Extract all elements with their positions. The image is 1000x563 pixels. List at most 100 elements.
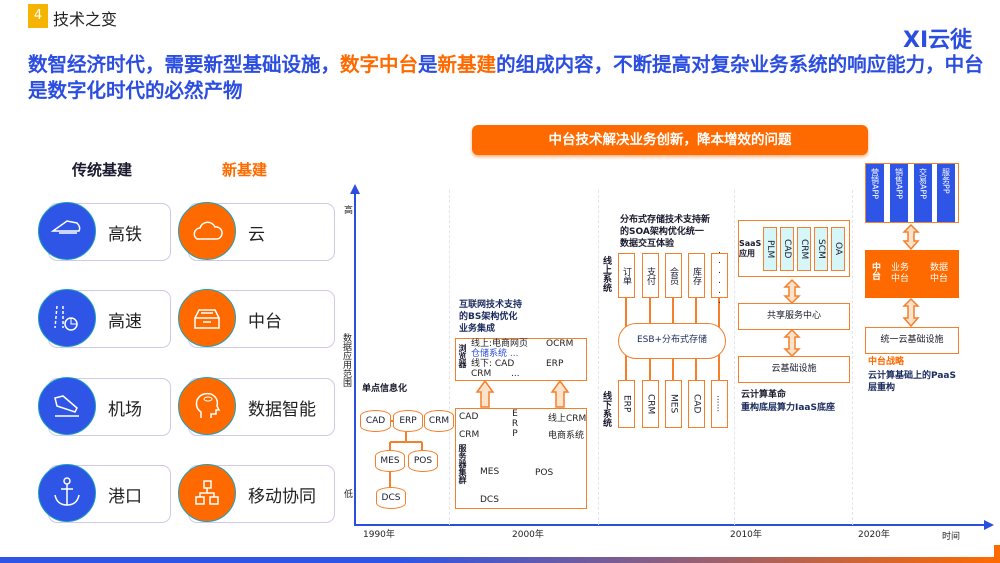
infra-label: 移动协同 — [248, 487, 316, 507]
train-icon — [38, 202, 96, 260]
title-line: 的SOA架构优化统一 — [620, 227, 704, 237]
era1990-title: 单点信息化 — [362, 384, 408, 394]
offline-system: ...... — [711, 380, 728, 428]
soa-title: 分布式存储技术支持新的SOA架构优化统一数据交互体验 — [620, 214, 710, 250]
infra-label: 高速 — [108, 312, 142, 332]
browser-line: 线下: CAD — [471, 359, 515, 369]
online-system: ...... — [711, 246, 728, 306]
browser-line: 仓储系统 ... — [471, 349, 519, 359]
browser-line: OCRM — [546, 339, 574, 349]
inbox-icon — [178, 289, 236, 347]
year-label: 2010年 — [730, 530, 762, 540]
business-zhongtai: 业务中台 — [891, 263, 910, 284]
era2000-title: 互联网技术支持的BS架构优化业务集成 — [459, 299, 522, 335]
online-system: 订单 — [618, 253, 635, 298]
banner: 中台技术解决业务创新，降本增效的问题 — [472, 125, 868, 155]
server-item: 电商系统 — [548, 431, 585, 441]
divider — [449, 190, 450, 525]
server-item: POS — [535, 468, 554, 478]
footer-accent — [994, 545, 1000, 557]
headline: 数智经济时代，需要新型基础设施，数字中台是新基建的组成内容，不断提高对复杂业务系… — [28, 52, 988, 104]
org-chart-icon — [178, 464, 236, 522]
db-cylinder: POS — [408, 450, 438, 472]
db-cylinder: MES — [375, 450, 405, 472]
highway-icon — [38, 289, 96, 347]
browser-line: 线上:电商网页 — [471, 339, 529, 349]
headline-highlight: 新基建 — [437, 53, 497, 76]
y-axis-label: 数据应用范围 — [341, 333, 351, 387]
db-cylinder: ERP — [393, 410, 423, 432]
esb-bus: ESB+分布式存储 — [618, 323, 726, 359]
infra-label: 港口 — [108, 487, 142, 507]
airport-icon — [38, 377, 96, 435]
headline-highlight: 数字中台 — [340, 53, 419, 76]
year-label: 2020年 — [858, 530, 890, 540]
x-axis — [354, 524, 986, 526]
server-item: CRM — [459, 430, 480, 440]
section-title: 技术之变 — [53, 10, 118, 29]
server-label: 服务器集群 — [458, 444, 467, 484]
saas-app: CAD — [780, 227, 794, 271]
divider — [852, 190, 853, 525]
app-tile: 交易APP — [914, 164, 932, 222]
era2010-caption: 重构底层算力IaaS底座 — [741, 403, 835, 413]
db-cylinder: DCS — [376, 487, 406, 509]
infra-label: 高铁 — [108, 225, 142, 245]
headline-text: 的组成内容，不断提高对复杂业务系统的响应能力，中台是数字化时代的必然产物 — [28, 53, 984, 102]
online-label: 线上系统 — [601, 256, 611, 292]
x-axis-label: 时间 — [942, 532, 961, 542]
zhongtai-label: 中台 — [870, 262, 880, 280]
logo: XI云徙 — [903, 22, 972, 54]
app-tile: 销售APP — [890, 164, 908, 222]
cloud-infra-box: 云基础设施 — [738, 356, 850, 383]
db-cylinder: CRM — [424, 410, 454, 432]
head-icon — [178, 377, 236, 435]
title-line: 的BS架构优化 — [459, 312, 518, 322]
y-axis — [354, 192, 356, 526]
era2010-caption: 云计算革命 — [741, 390, 787, 400]
shared-service-box: 共享服务中心 — [738, 303, 850, 330]
cloud-icon — [178, 202, 236, 260]
browser-label: 浏览器 — [458, 344, 467, 368]
title-line: 分布式存储技术支持新 — [620, 215, 711, 225]
saas-app: PLM — [763, 227, 777, 271]
offline-system: MES — [665, 380, 682, 428]
era2020-caption: 云计算基础上的PaaS层重构 — [868, 371, 956, 393]
server-box: CAD CRM ERP 线上CRM 电商系统 服务器集群 MES POS DCS — [455, 408, 587, 509]
infra-label: 机场 — [108, 400, 142, 420]
server-item: ERP — [510, 409, 520, 439]
section-number: 4 — [28, 4, 48, 28]
logo-mark: XI — [903, 28, 929, 53]
headline-text: 是 — [418, 53, 438, 76]
era2020-caption: 中台战略 — [868, 357, 905, 367]
traditional-title: 传统基建 — [72, 161, 133, 179]
title-line: 互联网技术支持 — [459, 300, 523, 310]
title-line: 业务集成 — [459, 324, 496, 334]
saas-app: SCM — [814, 227, 828, 271]
server-item: DCS — [480, 495, 499, 505]
online-system: 支付 — [642, 253, 659, 298]
saas-label: SaaS应用 — [739, 239, 762, 258]
infra-label: 云 — [248, 225, 265, 245]
footer-bar — [0, 557, 1000, 563]
zhongtai-box: 中台 业务中台 数据中台 — [865, 250, 959, 298]
year-label: 2000年 — [512, 530, 544, 540]
server-item: MES — [480, 467, 500, 477]
infra-label: 中台 — [248, 312, 282, 332]
saas-app: OA — [831, 227, 845, 271]
server-item: 线上CRM — [548, 414, 587, 424]
db-cylinder: CAD — [360, 410, 391, 432]
app-tile: 服务PP — [937, 164, 955, 222]
axis-high-label: 高 — [344, 206, 354, 216]
browser-box: 浏览器 线上:电商网页 OCRM 仓储系统 ... 线下: CAD ERP CR… — [455, 338, 587, 381]
saas-app: CRM — [797, 227, 811, 271]
title-line: 数据交互体验 — [620, 239, 675, 249]
data-zhongtai: 数据中台 — [930, 263, 949, 284]
offline-label: 线下系统 — [601, 391, 611, 427]
browser-line: ERP — [546, 359, 564, 369]
infra-label: 数据智能 — [248, 400, 316, 420]
offline-system: ERP — [618, 380, 635, 428]
browser-line: CRM — [471, 369, 492, 379]
browser-line: ... — [511, 369, 520, 379]
year-label: 1990年 — [363, 530, 395, 540]
